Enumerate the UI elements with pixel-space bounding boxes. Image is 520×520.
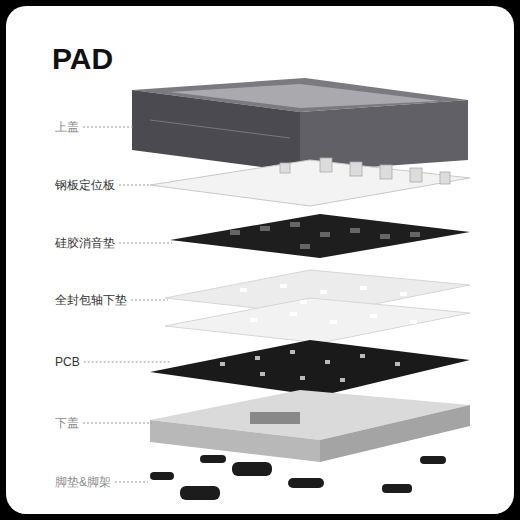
part-label: 硅胶消音垫 [55,236,115,250]
pcb-pads [220,350,400,382]
top-cover-front [132,90,300,172]
part-label: 钢板定位板 [55,178,115,192]
pcb [150,340,470,396]
part-label: 上盖 [55,120,79,134]
leader-line [115,482,148,483]
card: PAD 上盖钢板定位板硅胶消音垫全封包轴下垫 PCB 下盖脚垫&脚架 [6,6,514,514]
feet [150,455,446,500]
part-label: PCB [55,355,80,369]
title: PAD [52,42,113,76]
bottom-case-side [320,405,470,462]
sheet-holes [240,284,417,324]
part-label: 全封包轴下垫 [55,293,127,307]
bottom-case-front [150,420,320,462]
leader-line [83,423,152,424]
leader-line [83,127,134,128]
top-cover-side [300,100,468,172]
leader-line [131,300,168,301]
leader-line [84,362,170,363]
exploded-illustration [6,6,514,514]
leader-lines [6,6,514,514]
leader-line [119,185,150,186]
silicone-holes [230,222,420,249]
bottom-case-detail [250,412,300,424]
leader-line [119,243,172,244]
part-label: 脚垫&脚架 [55,475,111,489]
switch-sheet-lower [165,298,470,343]
steel-plate [150,160,470,206]
top-cover-edge [150,120,290,138]
switches [280,158,450,184]
part-label: 下盖 [55,416,79,430]
silicone-pad [170,214,470,258]
